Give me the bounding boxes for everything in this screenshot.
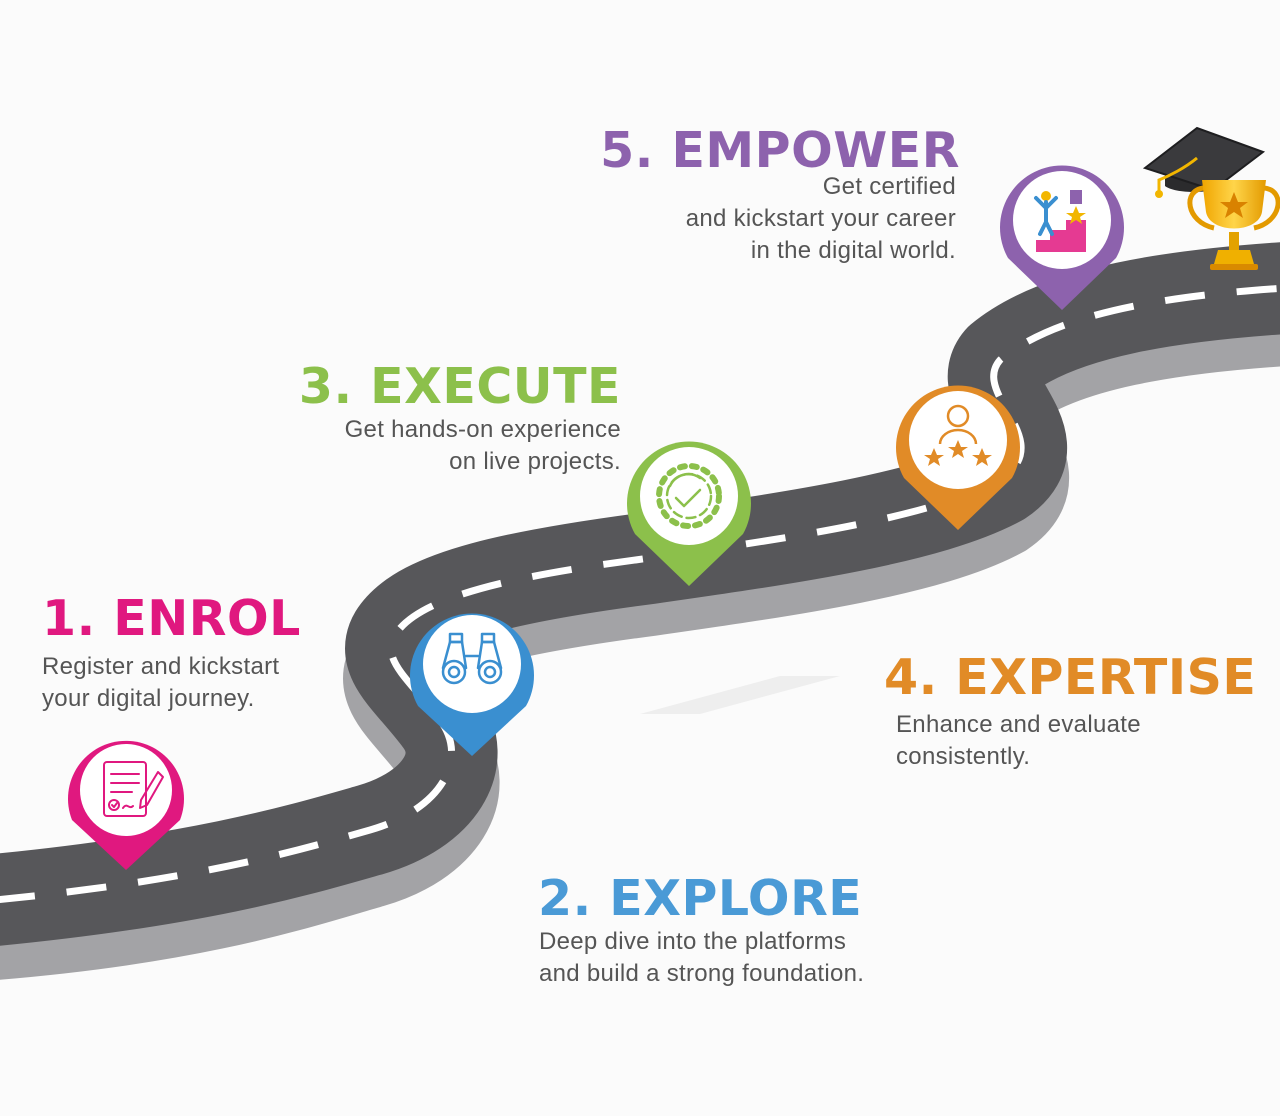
step-explore-line-1: Deep dive into the platforms bbox=[539, 926, 864, 958]
step-expertise-line-2: consistently. bbox=[896, 741, 1141, 773]
step-execute-line-1: Get hands-on experience bbox=[345, 414, 621, 446]
step-explore-title: 2. EXPLORE bbox=[538, 874, 862, 923]
step-enrol-line-1: Register and kickstart bbox=[42, 651, 279, 683]
step-enrol-description: Register and kickstart your digital jour… bbox=[42, 651, 279, 715]
step-execute-description: Get hands-on experience on live projects… bbox=[345, 414, 621, 478]
step-execute-line-2: on live projects. bbox=[345, 446, 621, 478]
step-empower-line-1: Get certified bbox=[686, 171, 956, 203]
step-enrol-line-2: your digital journey. bbox=[42, 683, 279, 715]
step-empower-description: Get certified and kickstart your career … bbox=[686, 171, 956, 267]
step-explore-description: Deep dive into the platforms and build a… bbox=[539, 926, 864, 990]
step-empower-title: 5. EMPOWER bbox=[600, 126, 960, 175]
step-enrol-title: 1. ENROL bbox=[42, 594, 301, 643]
step-empower-line-3: in the digital world. bbox=[686, 235, 956, 267]
step-expertise-description: Enhance and evaluate consistently. bbox=[896, 709, 1141, 773]
step-empower-line-2: and kickstart your career bbox=[686, 203, 956, 235]
step-explore-line-2: and build a strong foundation. bbox=[539, 958, 864, 990]
step-expertise-title: 4. EXPERTISE bbox=[884, 653, 1256, 702]
step-execute-title: 3. EXECUTE bbox=[299, 362, 621, 411]
step-expertise-line-1: Enhance and evaluate bbox=[896, 709, 1141, 741]
